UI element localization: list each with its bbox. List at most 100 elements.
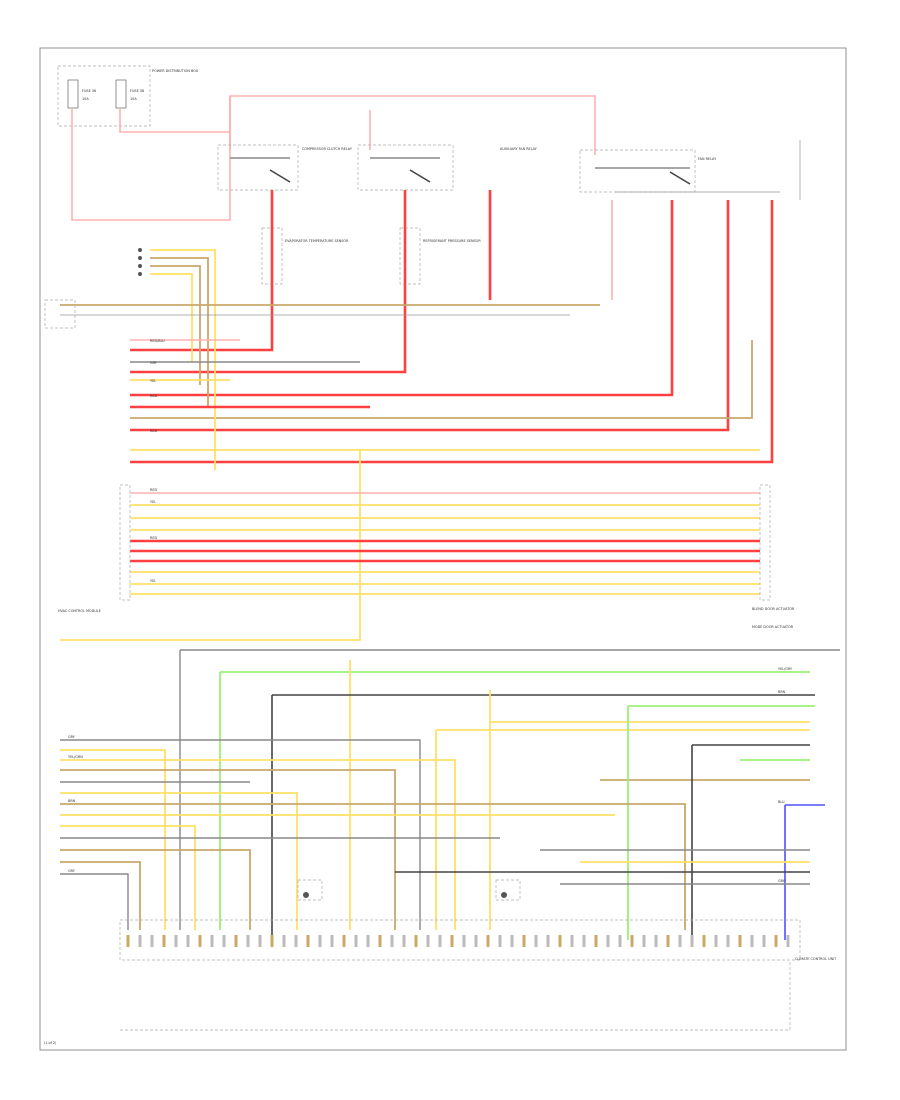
middle-wire-code: YEL: [150, 500, 156, 504]
connector-pin: [450, 935, 454, 947]
upper-wire-code: RED/BLU: [150, 339, 165, 343]
connector-pin: [630, 935, 634, 947]
connector-pin: [414, 935, 418, 947]
connector-pin: [138, 935, 142, 947]
connector-pin: [198, 935, 202, 947]
upper-wire-code: YEL: [150, 379, 156, 383]
middle-wire-code: YEL: [150, 579, 156, 583]
connector-pin: [522, 935, 526, 947]
connector-pin: [426, 935, 430, 947]
relay-right: FAN RELAY: [579, 149, 717, 193]
connector-pin: [786, 935, 790, 947]
relay-right-label: FAN RELAY: [698, 157, 717, 161]
connector-pin: [546, 935, 550, 947]
connector-pin: [234, 935, 238, 947]
connector-pin: [150, 935, 154, 947]
connector-pin: [390, 935, 394, 947]
connector-pin: [282, 935, 286, 947]
connector-pin: [714, 935, 718, 947]
actuator-right: [495, 879, 521, 901]
relay-switch-icon: [269, 169, 291, 183]
connector-pin: [642, 935, 646, 947]
right-module-label: CLIMATE CONTROL UNIT: [795, 957, 837, 961]
connector-pin: [354, 935, 358, 947]
connector-pin: [678, 935, 682, 947]
corner-mark: (1 of 2): [44, 1041, 57, 1045]
right-lower-connector: YEL/GRY BRN BLU GRY: [395, 667, 810, 885]
fuse-38-label: FUSE 38: [130, 89, 144, 93]
fuse-36-rating: 10A: [82, 97, 89, 101]
connector-stack-top: [138, 248, 216, 470]
connector-pin: [222, 935, 226, 947]
connector-pin: [774, 935, 778, 947]
connector-pin: [726, 935, 730, 947]
left-wire-code: BRN: [68, 799, 76, 803]
connector-pin: [738, 935, 742, 947]
fuse-38-rating: 10A: [130, 97, 137, 101]
upper-wire-bundle: RED/BLU GRY YEL RED RED: [60, 339, 760, 641]
connector-pin: [330, 935, 334, 947]
connector-pin: [474, 935, 478, 947]
connector-pin: [666, 935, 670, 947]
upper-wire-code: RED: [150, 394, 157, 398]
mode-door-label: MODE DOOR ACTUATOR: [752, 625, 794, 629]
connector-pin: [162, 935, 166, 947]
connector-pin: [258, 935, 262, 947]
connector-pin: [534, 935, 538, 947]
connector-pin: [270, 935, 274, 947]
connector-pin: [486, 935, 490, 947]
connector-pin: [378, 935, 382, 947]
connector-pin: [462, 935, 466, 947]
connector-pin: [294, 935, 298, 947]
lower-wire-harness: [179, 649, 840, 940]
connector-pin: [750, 935, 754, 947]
upper-wire-code: RED: [150, 429, 157, 433]
left-lower-connector: GRY YEL/GRN BRN GRY: [60, 735, 686, 930]
fuse-36-label: FUSE 36: [82, 89, 96, 93]
connector-pin: [246, 935, 250, 947]
connector-pin: [438, 935, 442, 947]
middle-wire-code: RED: [150, 488, 157, 492]
connector-pin: [402, 935, 406, 947]
right-wire-code: BRN: [778, 690, 786, 694]
connector-pin: [618, 935, 622, 947]
module-connector-pins: [126, 935, 790, 947]
sensor-mid: REFRIGERANT PRESSURE SENSOR: [399, 227, 481, 285]
connector-pin: [318, 935, 322, 947]
right-wire-code: BLU: [778, 800, 785, 804]
connector-pin: [690, 935, 694, 947]
module-label: HVAC CONTROL MODULE: [58, 609, 101, 613]
middle-wire-bus: RED YEL RED YEL: [119, 484, 771, 601]
relay-mid: AUXILIARY FAN RELAY: [357, 144, 538, 191]
connector-pin: [210, 935, 214, 947]
actuator-icon: [303, 892, 309, 898]
connector-pin: [582, 935, 586, 947]
connector-pin-icon: [138, 248, 142, 252]
relay-left: COMPRESSOR CLUTCH RELAY: [217, 144, 353, 191]
connector-pin: [342, 935, 346, 947]
left-wire-code: GRY: [68, 735, 76, 739]
relay-mid-label: AUXILIARY FAN RELAY: [500, 147, 538, 151]
connector-pin: [654, 935, 658, 947]
connector-pin: [366, 935, 370, 947]
connector-pin: [702, 935, 706, 947]
sensor-left-label: EVAPORATOR TEMPERATURE SENSOR: [285, 239, 349, 243]
connector-pin: [498, 935, 502, 947]
module-outline: [119, 919, 801, 961]
diagram-frame: [39, 47, 847, 1051]
connector-pin: [306, 935, 310, 947]
power-distribution-box: FUSE 36 10A FUSE 38 10A POWER DISTRIBUTI…: [57, 65, 199, 127]
connector-pin: [558, 935, 562, 947]
connector-pin: [762, 935, 766, 947]
right-wire-code: GRY: [778, 879, 786, 883]
connector-pin: [174, 935, 178, 947]
connector-pin: [570, 935, 574, 947]
connector-pin: [510, 935, 514, 947]
connector-pin: [606, 935, 610, 947]
relay-left-label: COMPRESSOR CLUTCH RELAY: [302, 147, 353, 151]
left-wire-code: YEL/GRN: [68, 755, 83, 759]
sensor-left: EVAPORATOR TEMPERATURE SENSOR: [261, 227, 349, 285]
sensor-mid-label: REFRIGERANT PRESSURE SENSOR: [423, 239, 481, 243]
middle-wire-code: RED: [150, 536, 157, 540]
